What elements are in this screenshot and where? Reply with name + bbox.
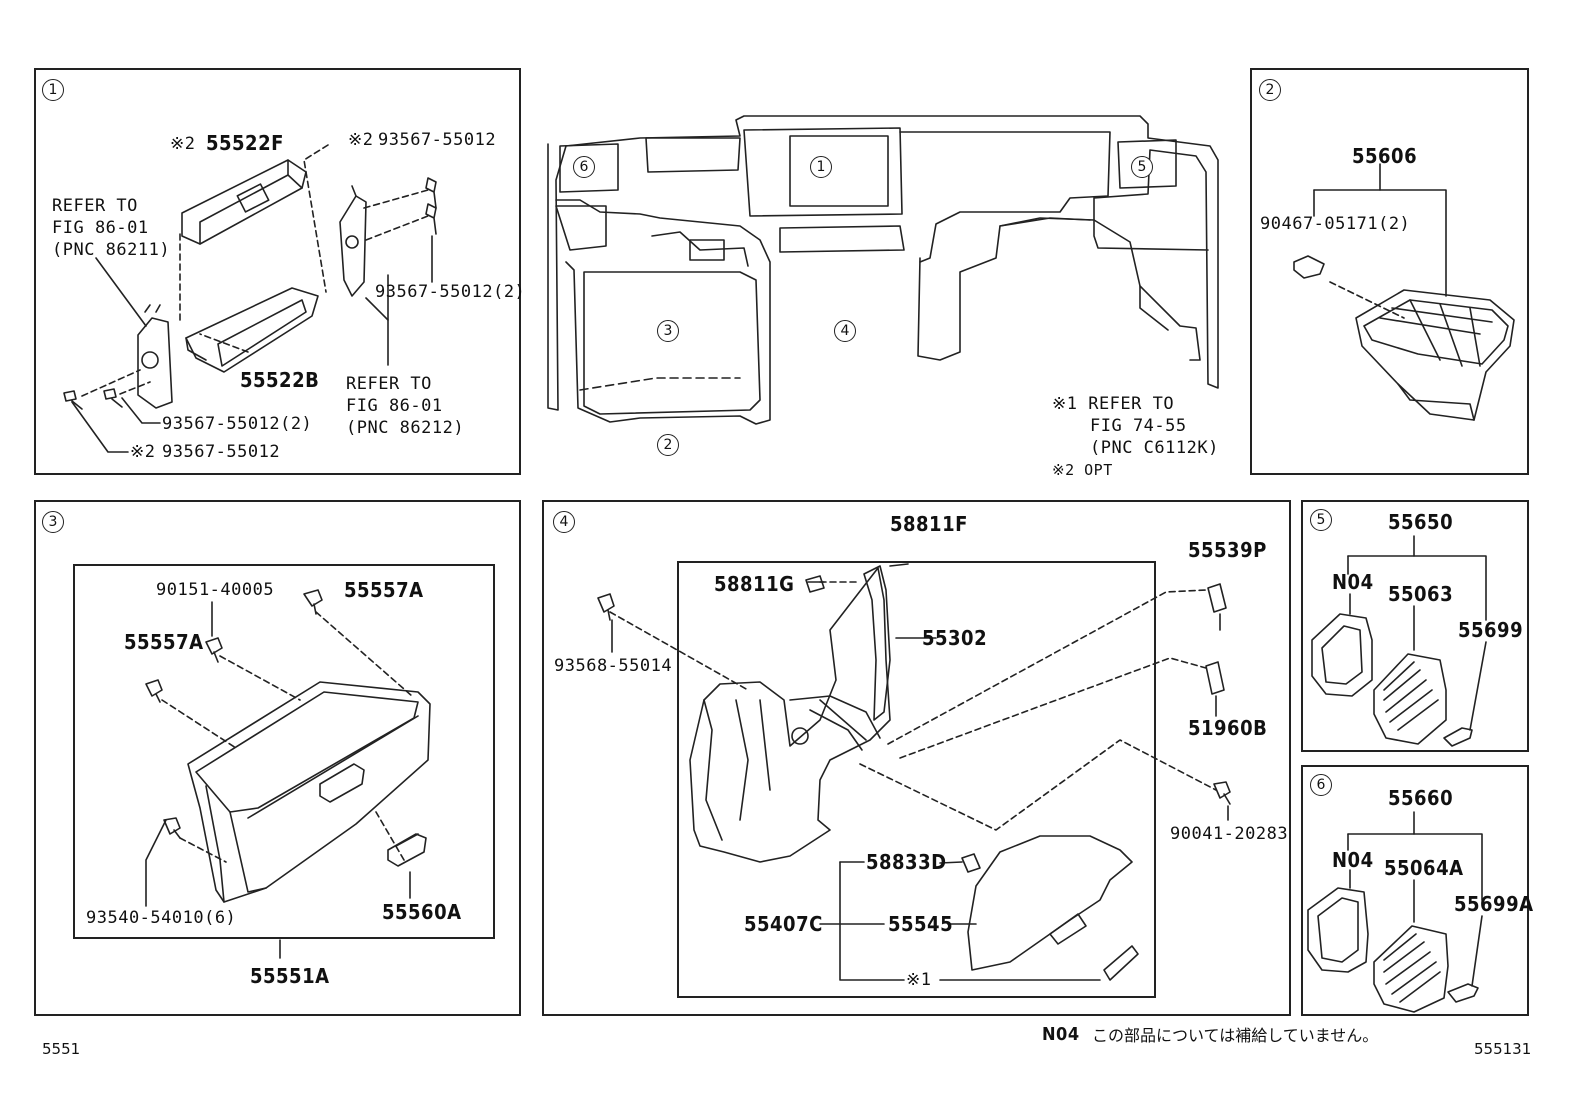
p1-refer-left-3: (PNC 86211) (52, 240, 171, 260)
panel-6-marker: 6 (1310, 774, 1332, 796)
p4-part-58811F: 58811F (890, 512, 968, 536)
overview-marker-3: 3 (657, 320, 679, 342)
p5-part-55063: 55063 (1388, 582, 1454, 606)
overview-note-1-line-1: ※1 REFER TO (1052, 394, 1175, 414)
p4-part-55539P: 55539P (1188, 538, 1267, 562)
p5-register (1311, 613, 1473, 747)
p4-part-58811G: 58811G (714, 572, 795, 596)
p5-part-55650: 55650 (1388, 510, 1454, 534)
p1-part-93567-right-2: 93567-55012(2) (375, 282, 526, 302)
panel-1-glove-box-hinge (34, 68, 521, 475)
p1-opt-mark-a: ※2 (170, 134, 196, 154)
p1-hinge-right (339, 185, 367, 297)
p1-refer-left-1: REFER TO (52, 196, 138, 216)
p1-refer-right-3: (PNC 86212) (346, 418, 465, 438)
p1-refer-left-2: FIG 86-01 (52, 218, 149, 238)
p3-part-55551A: 55551A (250, 964, 330, 988)
p1-part-55522B: 55522B (240, 368, 320, 392)
p6-part-55660: 55660 (1388, 786, 1454, 810)
p6-part-55064A: 55064A (1384, 856, 1464, 880)
p1-hinge-left (137, 304, 173, 409)
panel-5-register (1301, 500, 1529, 752)
p1-part-55522F: 55522F (206, 131, 284, 155)
panel-2-marker: 2 (1259, 79, 1281, 101)
panel-5-marker: 5 (1310, 509, 1332, 531)
p4-part-55407C: 55407C (744, 912, 823, 936)
p5-part-55699: 55699 (1458, 618, 1524, 642)
p6-register (1307, 887, 1479, 1013)
footer-left-code: 5551 (42, 1040, 81, 1058)
p1-part-93567-bottom-2: 93567-55012(2) (162, 414, 313, 434)
p3-latch-55560A (387, 833, 427, 867)
p4-trim-55302 (863, 565, 891, 721)
p5-part-N04: N04 (1332, 570, 1374, 594)
footer-n04-code: N04 (1042, 1024, 1080, 1045)
p1-part-93567-top: 93567-55012 (378, 130, 497, 150)
p4-small-parts (597, 575, 1231, 873)
p3-part-55557A-top: 55557A (344, 578, 424, 602)
p4-part-55545: 55545 (888, 912, 954, 936)
panel-1-marker: 1 (42, 79, 64, 101)
overview-marker-2: 2 (657, 434, 679, 456)
p1-opt-mark-c: ※2 (130, 442, 156, 462)
p1-refer-right-1: REFER TO (346, 374, 432, 394)
overview-note-1-line-2: FIG 74-55 (1090, 416, 1187, 436)
p3-part-93540: 93540-54010(6) (86, 908, 237, 928)
p1-lid-55522F (181, 159, 307, 245)
p4-ref-1: ※1 (906, 970, 932, 990)
overview-marker-5: 5 (1131, 156, 1153, 178)
p3-glove-box (187, 681, 431, 903)
overview-marker-1: 1 (810, 156, 832, 178)
p2-clip (1293, 255, 1325, 279)
p4-part-90041: 90041-20283 (1170, 824, 1289, 844)
p3-part-55560A: 55560A (382, 900, 462, 924)
p1-refer-right-2: FIG 86-01 (346, 396, 443, 416)
overview-marker-6: 6 (573, 156, 595, 178)
p1-box-55522B (185, 287, 319, 373)
p4-cover-55545 (967, 835, 1139, 981)
p4-part-55302: 55302 (922, 626, 988, 650)
p1-screws (63, 177, 437, 410)
p3-part-55557A-left: 55557A (124, 630, 204, 654)
p4-part-58833D: 58833D (866, 850, 947, 874)
panel-3-inner-frame (73, 564, 495, 939)
p2-part-90467: 90467-05171(2) (1260, 214, 1411, 234)
panel-3-glove-compartment (34, 500, 521, 1016)
panel-4-lower-finish-panel (542, 500, 1291, 1016)
p4-lower-finish-panel (689, 567, 891, 863)
p4-part-93568: 93568-55014 (554, 656, 673, 676)
p2-part-55606: 55606 (1352, 144, 1418, 168)
panel-2-lower-panel (1250, 68, 1529, 475)
p3-part-90151: 90151-40005 (156, 580, 275, 600)
overview-dashboard (547, 115, 1219, 425)
panel-3-marker: 3 (42, 511, 64, 533)
overview-note-2: ※2 OPT (1052, 461, 1113, 479)
overview-note-1-line-3: (PNC C6112K) (1090, 438, 1219, 458)
p2-lower-panel (1355, 289, 1515, 421)
p1-opt-mark-b: ※2 (348, 130, 374, 150)
overview-marker-4: 4 (834, 320, 856, 342)
panel-4-inner-frame (677, 561, 1156, 998)
footer-n04-text: この部品については補給していません。 (1092, 1026, 1379, 1045)
p6-part-N04: N04 (1332, 848, 1374, 872)
panel-4-marker: 4 (553, 511, 575, 533)
p1-part-93567-bottom: 93567-55012 (162, 442, 281, 462)
p4-part-51960B: 51960B (1188, 716, 1268, 740)
footer-right-code: 555131 (1474, 1040, 1532, 1058)
panel-6-register (1301, 765, 1529, 1016)
p3-clips (145, 589, 323, 839)
p6-part-55699A: 55699A (1454, 892, 1534, 916)
